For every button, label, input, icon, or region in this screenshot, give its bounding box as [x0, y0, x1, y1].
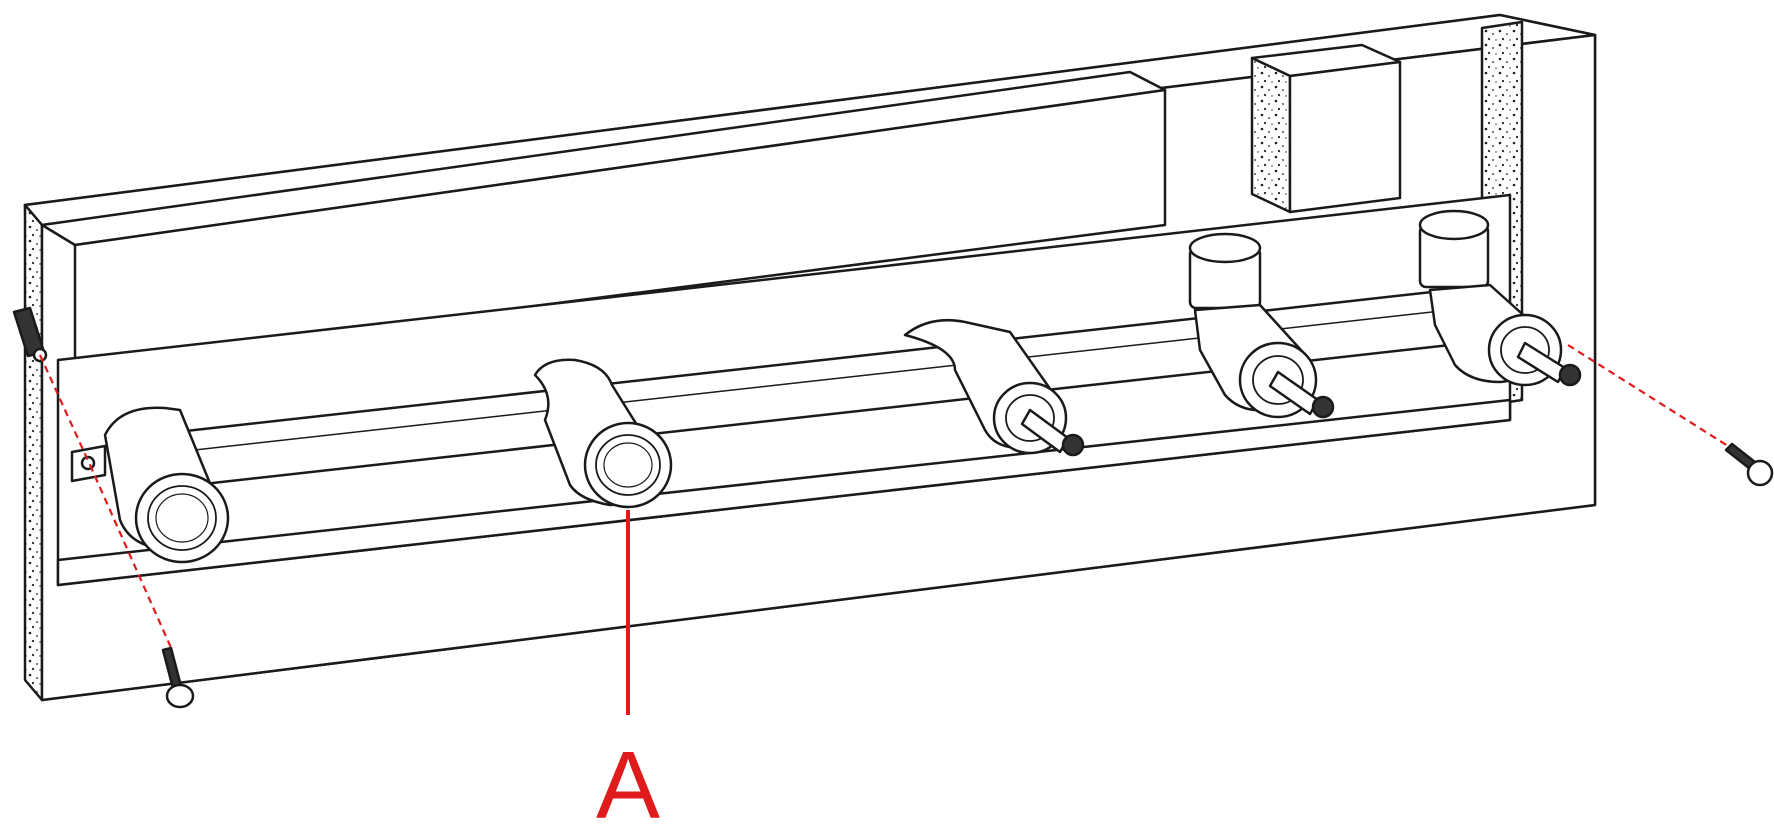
screw-left-head	[165, 683, 195, 709]
threaded-outlet-a	[533, 358, 673, 509]
screw-right-head	[1746, 459, 1774, 487]
guide-line-screw-left	[88, 464, 174, 651]
threaded-outlet-left	[103, 406, 230, 564]
bracket	[70, 444, 107, 483]
valve-body-1	[903, 318, 1085, 457]
outlet-a-thread-inner	[603, 442, 653, 488]
valve-body-2	[1188, 232, 1335, 419]
screw-left	[161, 646, 195, 709]
valve-3-stem	[1516, 341, 1567, 384]
outlet-left-thread-inner	[155, 493, 209, 543]
insulation-block-1-side	[1250, 56, 1292, 214]
insulation-block-1-front	[1288, 60, 1402, 214]
upper-rail-front	[73, 88, 1167, 367]
valve-1-stem-tip	[1061, 433, 1085, 457]
screw-right	[1724, 442, 1774, 487]
valve-3-riser-top	[1418, 209, 1490, 241]
valve-2-riser-top	[1188, 232, 1262, 264]
callout-a-label: A	[596, 732, 660, 833]
valve-body-3	[1418, 209, 1582, 387]
valve-2-stem-tip	[1311, 395, 1335, 419]
insulation-block-1	[1250, 43, 1402, 214]
board-left-edge	[23, 203, 44, 702]
valve-3-stem-tip	[1558, 363, 1582, 387]
valve-1-stem	[1020, 408, 1070, 454]
upper-rail	[40, 70, 1167, 367]
guide-line-screw-right	[1567, 344, 1729, 447]
guide-line-anchor-left	[38, 354, 92, 466]
valve-2-stem	[1268, 370, 1320, 416]
